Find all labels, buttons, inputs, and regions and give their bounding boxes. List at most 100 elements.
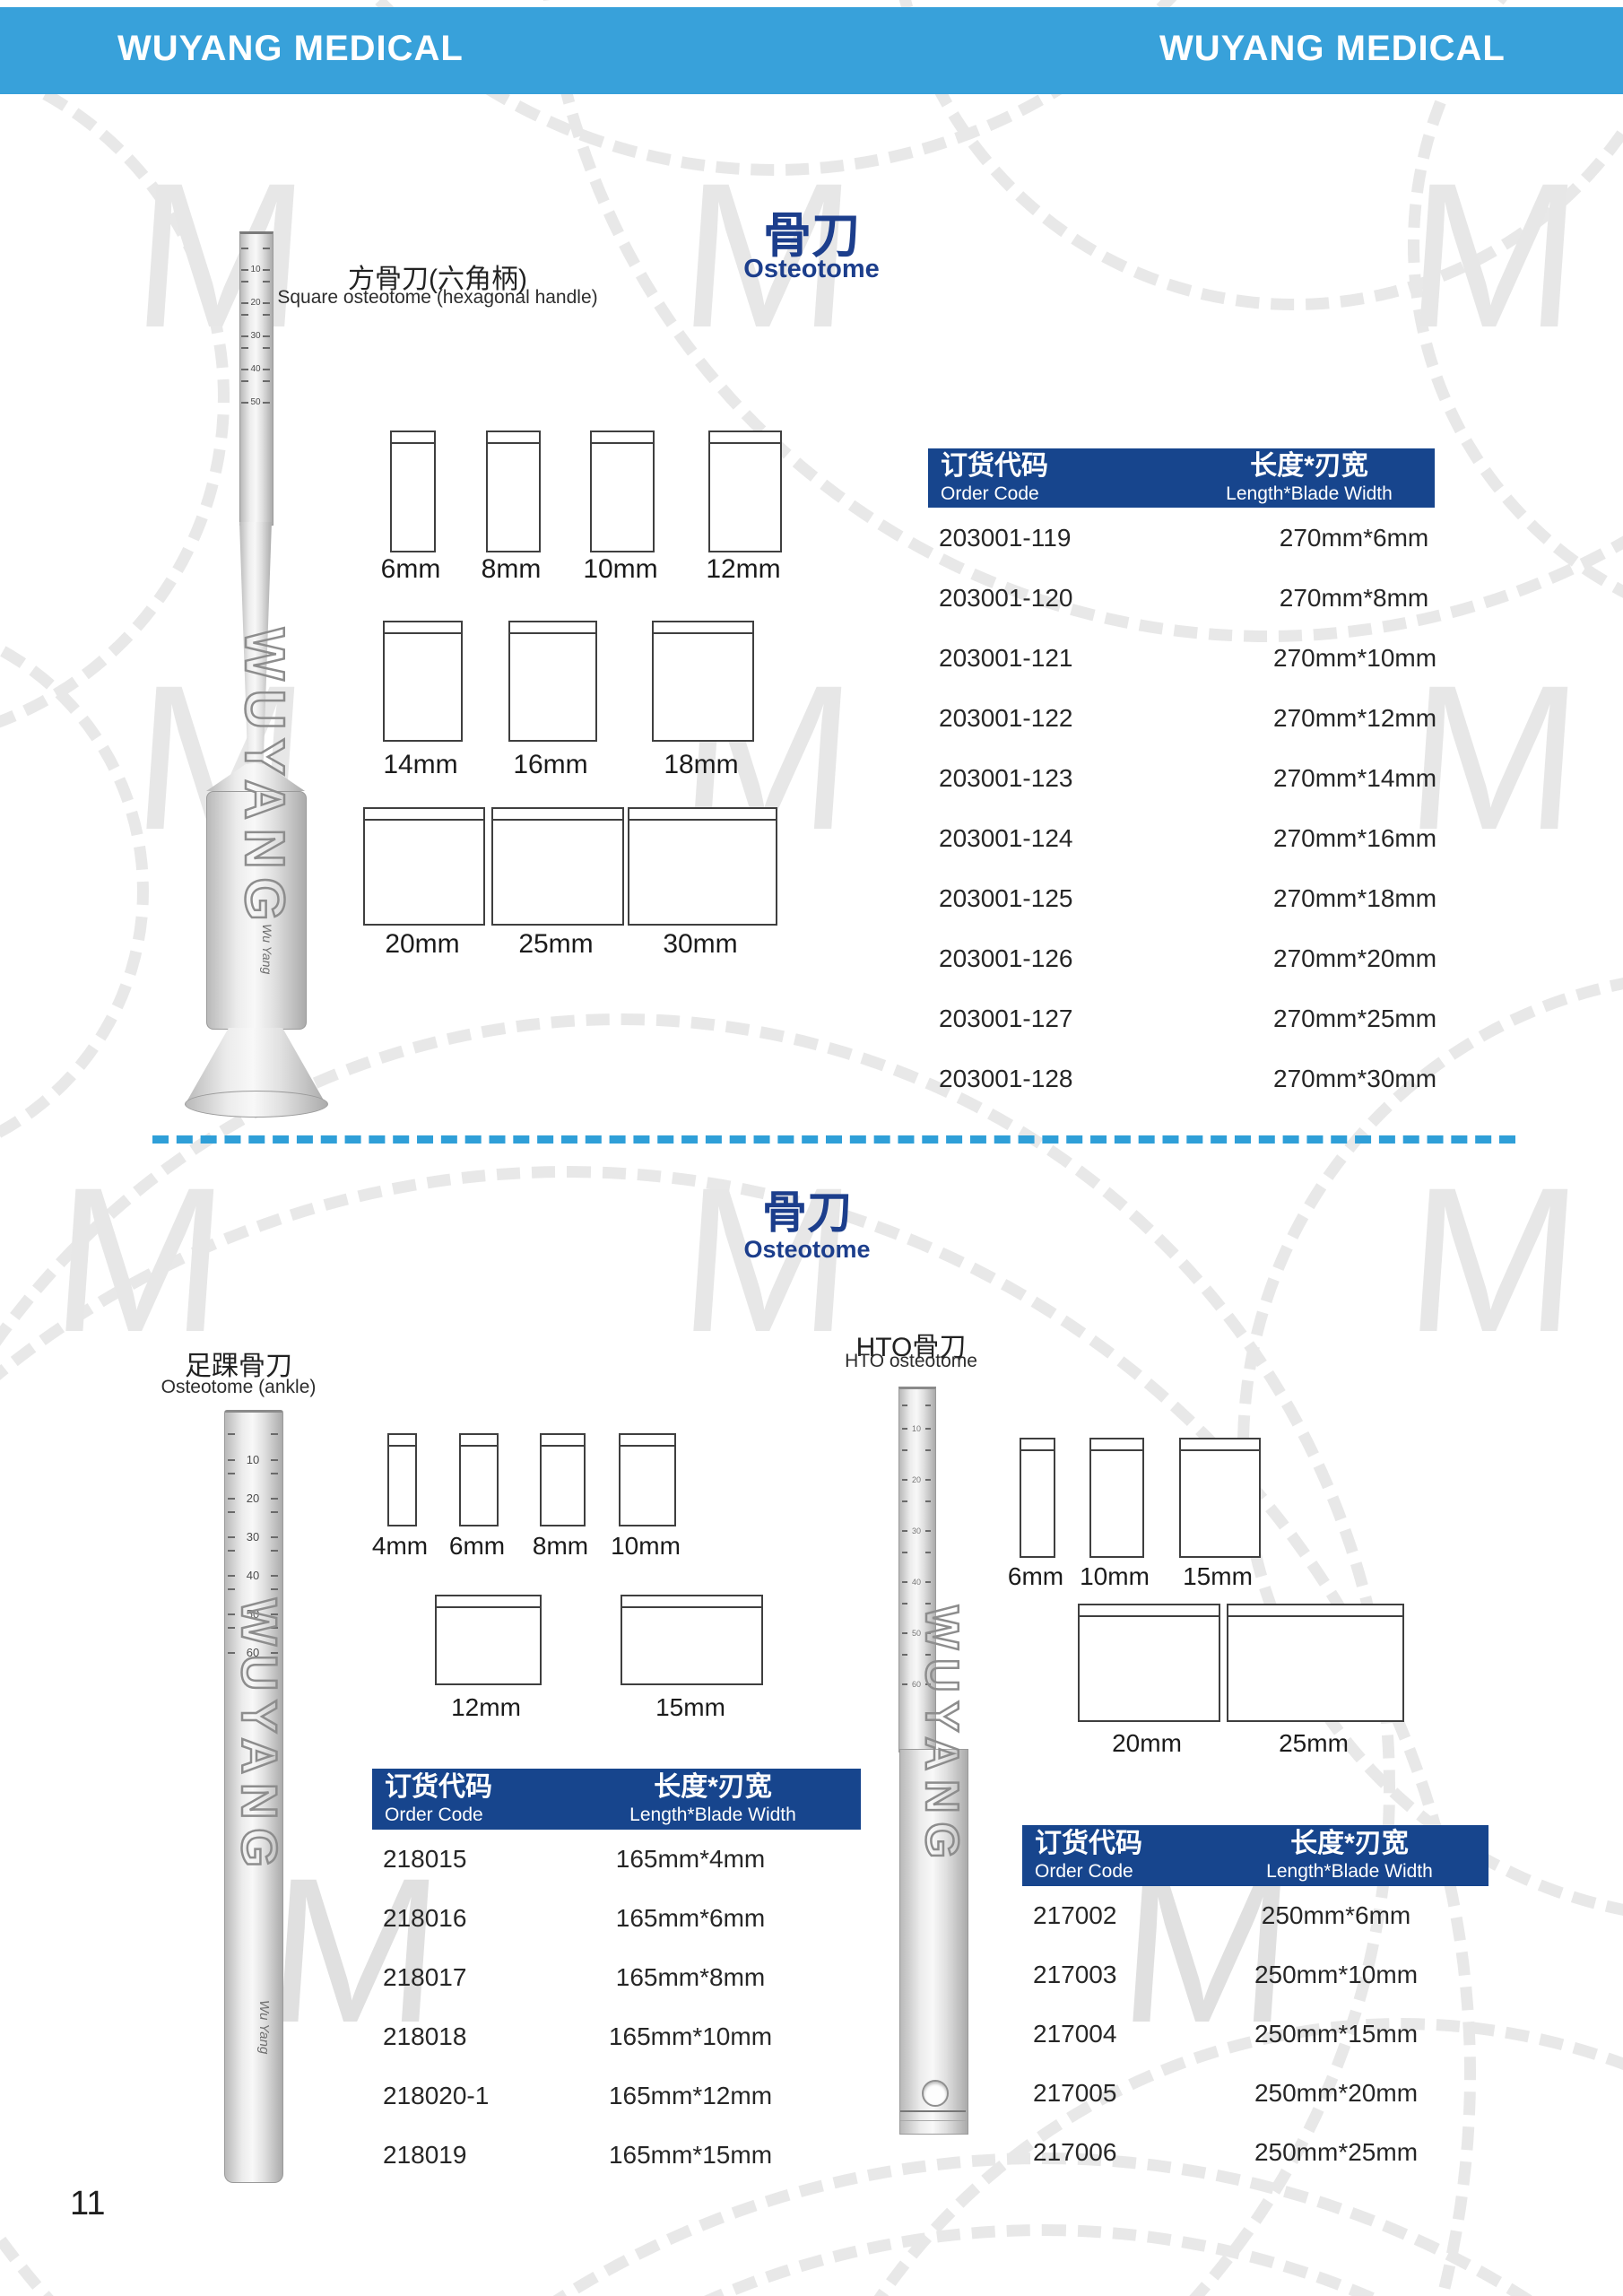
table-row: 203001-121 270mm*10mm: [928, 628, 1437, 688]
order-code: 218015: [383, 1845, 467, 1873]
order-code: 218019: [383, 2141, 467, 2169]
order-code: 218018: [383, 2022, 467, 2050]
order-size: 165mm*15mm: [608, 2141, 773, 2169]
table-row: 217005 250mm*20mm: [1022, 2064, 1488, 2123]
order-size: 270mm*8mm: [1279, 583, 1429, 612]
table-row: 203001-120 270mm*8mm: [928, 568, 1435, 628]
ankle-product-name-en: Osteotome (ankle): [161, 1377, 317, 1397]
table-row: 203001-126 270mm*20mm: [928, 928, 1437, 988]
section2-title-zh: 骨刀: [762, 1187, 852, 1238]
table-row: 203001-128 270mm*30mm: [928, 1048, 1436, 1109]
watermark-m-icon: M: [1400, 1144, 1588, 1375]
order-code: 203001-122: [939, 703, 1073, 732]
order-size: 270mm*20mm: [1273, 944, 1437, 972]
size-label: 10mm: [1080, 1562, 1150, 1590]
size-label: 30mm: [663, 929, 738, 959]
size-label: 20mm: [385, 929, 460, 959]
size-box: [619, 1433, 676, 1526]
size-label: 8mm: [532, 1532, 589, 1560]
size-label: 15mm: [655, 1693, 725, 1721]
order-code: 203001-128: [939, 1064, 1073, 1092]
order-code: 218020-1: [383, 2082, 490, 2109]
column-header-code-zh: 订货代码: [385, 1772, 492, 1803]
table-row: 218019 165mm*15mm: [372, 2126, 861, 2185]
order-code: 217003: [1033, 1961, 1117, 1988]
order-size: 250mm*25mm: [1254, 2138, 1419, 2166]
size-label: 16mm: [513, 750, 588, 779]
size-label: 20mm: [1112, 1729, 1182, 1757]
header-bar: [0, 7, 1623, 94]
order-size: 270mm*25mm: [1273, 1004, 1437, 1032]
order-table-hto: 订货代码 Order Code 长度*刃宽 Length*Blade Width…: [1022, 1825, 1488, 2182]
order-code: 203001-125: [939, 883, 1073, 912]
order-size: 250mm*10mm: [1254, 1961, 1419, 1988]
table-row: 203001-127 270mm*25mm: [928, 988, 1437, 1048]
order-size: 165mm*6mm: [615, 1904, 766, 1932]
table-row: 218016 165mm*6mm: [372, 1889, 861, 1948]
order-code: 203001-124: [939, 823, 1073, 852]
column-header-size-zh: 长度*刃宽: [1290, 1829, 1409, 1859]
table-row: 217004 250mm*15mm: [1022, 2005, 1488, 2064]
page-number: 11: [70, 2185, 106, 2222]
order-size: 270mm*10mm: [1273, 643, 1437, 672]
size-box: [1227, 1604, 1404, 1722]
section-divider: [152, 1135, 1515, 1144]
watermark-m-icon: M: [126, 140, 315, 370]
instrument-etch-text: Wu Yang: [256, 2000, 272, 2055]
watermark-m-icon: M: [46, 1144, 234, 1375]
hto-product-name-zh: HTO骨刀: [855, 1333, 967, 1362]
brand-right: WUYANG MEDICAL: [1159, 29, 1506, 68]
order-size: 250mm*15mm: [1254, 2020, 1419, 2048]
order-table-header: 订货代码 Order Code 长度*刃宽 Length*Blade Width: [928, 448, 1435, 508]
table-row: 203001-123 270mm*14mm: [928, 748, 1437, 808]
size-box: [1078, 1604, 1220, 1722]
order-size: 165mm*12mm: [608, 2082, 773, 2109]
order-code: 218016: [383, 1904, 467, 1932]
brand-left: WUYANG MEDICAL: [117, 29, 464, 68]
size-box: [383, 621, 463, 742]
order-code: 217004: [1033, 2020, 1117, 2048]
watermark-m-icon: M: [1400, 140, 1588, 370]
size-label: 25mm: [1279, 1729, 1349, 1757]
order-code: 203001-126: [939, 944, 1073, 972]
size-box: [540, 1433, 586, 1526]
size-box: [628, 807, 777, 926]
hto-product-name-en: HTO osteotome: [845, 1351, 977, 1371]
column-header-code-zh: 订货代码: [941, 451, 1048, 482]
column-header-code-en: Order Code: [1035, 1861, 1133, 1883]
size-label: 8mm: [481, 554, 542, 584]
order-size: 270mm*14mm: [1273, 763, 1437, 792]
order-size: 165mm*8mm: [615, 1963, 766, 1991]
size-box: [486, 430, 541, 552]
order-size: 250mm*20mm: [1254, 2079, 1419, 2107]
size-label: 10mm: [611, 1532, 681, 1560]
order-size: 270mm*18mm: [1273, 883, 1437, 912]
table-row: 217006 250mm*25mm: [1022, 2123, 1488, 2182]
table-row: 203001-124 270mm*16mm: [928, 808, 1436, 868]
instrument-brand-mark: WUYANG: [230, 1597, 290, 1877]
size-box: [590, 430, 655, 552]
decorative-arc: [0, 610, 149, 1171]
size-label: 6mm: [1007, 1562, 1064, 1590]
order-code: 203001-119: [939, 523, 1072, 552]
column-header-size-zh: 长度*刃宽: [1250, 451, 1368, 482]
table-row: 203001-125 270mm*18mm: [928, 868, 1437, 928]
column-header-size-zh: 长度*刃宽: [654, 1772, 772, 1803]
column-header-code-en: Order Code: [941, 483, 1039, 505]
table-row: 218015 165mm*4mm: [372, 1830, 861, 1889]
instrument-brand-mark: WUYANG: [915, 1605, 969, 1869]
table-row: 203001-122 270mm*12mm: [928, 688, 1436, 748]
section2-title-en: Osteotome: [743, 1236, 871, 1263]
size-box: [508, 621, 597, 742]
order-table-header: 订货代码 Order Code 长度*刃宽 Length*Blade Width: [372, 1769, 861, 1830]
order-code: 203001-123: [939, 763, 1073, 792]
instrument-etch-text: Wu Yang: [260, 924, 274, 975]
size-box: [363, 807, 485, 926]
column-header-size-en: Length*Blade Width: [1266, 1861, 1433, 1883]
column-header-size-en: Length*Blade Width: [629, 1805, 796, 1826]
size-label: 14mm: [383, 750, 458, 779]
order-size: 270mm*6mm: [1279, 523, 1429, 552]
size-label: 25mm: [518, 929, 594, 959]
size-label: 18mm: [664, 750, 739, 779]
